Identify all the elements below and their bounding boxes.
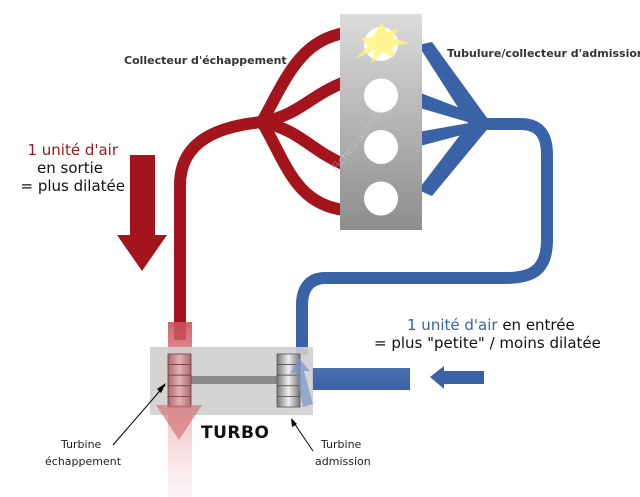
cylinder-4 bbox=[364, 181, 398, 216]
cylinder-2 bbox=[364, 78, 398, 113]
exhaust-main-pipe bbox=[174, 116, 263, 340]
exhaust-turbine bbox=[167, 353, 192, 408]
rotor-blade bbox=[276, 374, 301, 387]
exhaust-runner-1 bbox=[256, 27, 347, 125]
cylinder-3 bbox=[364, 130, 398, 164]
exhaust-manifold bbox=[174, 27, 348, 340]
intake-inlet-pipe bbox=[312, 368, 410, 390]
exhaust-flow-arrow bbox=[117, 155, 167, 271]
rotor-blade bbox=[167, 353, 192, 366]
exhaust-air-note: 1 unité d'air en sortie = plus dilatée bbox=[20, 141, 125, 195]
intake-flow-arrow bbox=[430, 366, 484, 389]
turbine-exhaust-label-l1: Turbine bbox=[60, 438, 102, 451]
intake-turbine-callout-line bbox=[291, 419, 314, 452]
intake-in-arrow bbox=[290, 357, 313, 407]
rotor-blade bbox=[167, 385, 192, 397]
turbine-intake-label-l1: Turbine bbox=[320, 438, 362, 451]
spark-icon bbox=[355, 22, 409, 64]
exhaust-runner-3 bbox=[260, 116, 348, 171]
intake-turbine-callout-arrowhead bbox=[291, 418, 297, 427]
turbo-label: TURBO bbox=[201, 423, 269, 443]
exhaust-turbine-callout-line bbox=[112, 384, 166, 446]
turbine-exhaust-label-l2: échappement bbox=[45, 455, 122, 468]
exhaust-out-arrow bbox=[156, 405, 202, 440]
exhaust-air-line2: en sortie bbox=[37, 159, 103, 177]
turbo-shaft bbox=[190, 376, 280, 384]
exhaust-turbine-callout-arrowhead bbox=[157, 383, 166, 393]
intake-runner-4 bbox=[418, 122, 490, 196]
exhaust-air-unit: 1 unité d'air bbox=[27, 141, 118, 159]
intake-main-pipe bbox=[296, 118, 553, 355]
turbo-unit bbox=[150, 322, 313, 497]
rotor-blade bbox=[276, 385, 301, 397]
intake-air-rest: en entrée bbox=[498, 316, 575, 334]
rotor-blade bbox=[276, 395, 301, 408]
intake-air-line1: 1 unité d'air en entrée bbox=[407, 316, 575, 334]
rotor-blade bbox=[167, 374, 192, 387]
turbine-intake-label-l2: admission bbox=[315, 455, 371, 468]
exhaust-runner-4 bbox=[256, 118, 346, 216]
engine-block bbox=[340, 14, 422, 230]
intake-air-line2: = plus "petite" / moins dilatée bbox=[374, 334, 601, 352]
intake-air-unit: 1 unité d'air bbox=[407, 316, 498, 334]
intake-manifold bbox=[418, 42, 490, 196]
rotor-blade bbox=[167, 364, 192, 376]
exhaust-air-line3: = plus dilatée bbox=[20, 177, 125, 195]
intake-runner-1 bbox=[418, 42, 490, 126]
intake-runner-2 bbox=[418, 92, 488, 128]
intake-manifold-label: Tubulure/collecteur d'admission bbox=[447, 47, 640, 60]
exhaust-manifold-label: Collecteur d'échappement bbox=[124, 54, 287, 67]
